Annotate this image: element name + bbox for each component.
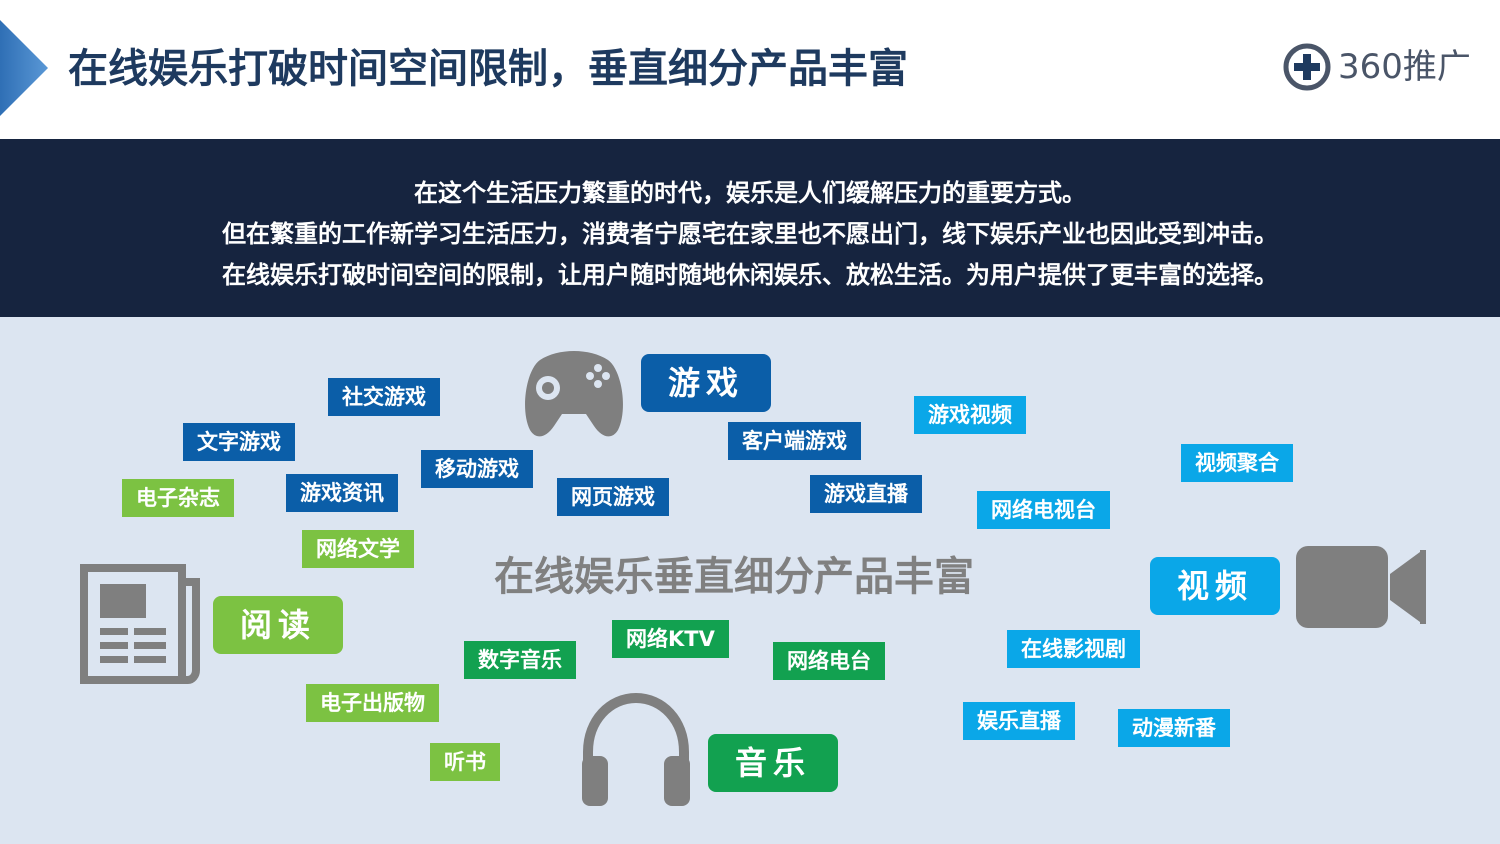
tag-game: 客户端游戏 <box>728 422 861 460</box>
category-game: 游戏 <box>641 354 771 412</box>
category-read: 阅读 <box>213 596 343 654</box>
tag-music: 数字音乐 <box>464 641 576 679</box>
banner-line-3: 在线娱乐打破时间空间的限制，让用户随时随地休闲娱乐、放松生活。为用户提供了更丰富… <box>222 261 1278 289</box>
tag-read: 电子出版物 <box>306 684 439 722</box>
tag-read: 电子杂志 <box>122 479 234 517</box>
video-camera-icon <box>1296 546 1426 628</box>
tag-video: 在线影视剧 <box>1007 630 1140 668</box>
page-title: 在线娱乐打破时间空间限制，垂直细分产品丰富 <box>68 46 908 92</box>
banner-line-2: 但在繁重的工作新学习生活压力，消费者宁愿宅在家里也不愿出门，线下娱乐产业也因此受… <box>222 220 1278 248</box>
category-music: 音乐 <box>708 734 838 792</box>
tag-game: 游戏资讯 <box>286 474 398 512</box>
tag-video: 游戏视频 <box>914 396 1026 434</box>
tag-video: 动漫新番 <box>1118 709 1230 747</box>
tag-video: 网络电视台 <box>977 491 1110 529</box>
tag-game: 游戏直播 <box>810 475 922 513</box>
arrow-icon <box>0 20 48 116</box>
diagram-center-title: 在线娱乐垂直细分产品丰富 <box>494 554 974 600</box>
tag-music: 网络电台 <box>773 642 885 680</box>
logo-plus-icon <box>1283 43 1331 91</box>
logo: 360推广 <box>1282 40 1482 94</box>
tag-read: 网络文学 <box>302 530 414 568</box>
intro-banner: 在这个生活压力繁重的时代，娱乐是人们缓解压力的重要方式。 但在繁重的工作新学习生… <box>0 139 1500 317</box>
tag-read: 听书 <box>430 743 500 781</box>
tag-game: 文字游戏 <box>183 423 295 461</box>
header: 在线娱乐打破时间空间限制，垂直细分产品丰富 360推广 <box>0 0 1500 139</box>
tag-game: 网页游戏 <box>557 478 669 516</box>
newspaper-icon <box>80 564 200 684</box>
headphones-icon <box>582 692 690 806</box>
gamepad-icon <box>525 351 623 437</box>
category-video: 视频 <box>1150 557 1280 615</box>
tag-video: 娱乐直播 <box>963 702 1075 740</box>
banner-line-1: 在这个生活压力繁重的时代，娱乐是人们缓解压力的重要方式。 <box>414 179 1086 207</box>
tag-game: 移动游戏 <box>421 450 533 488</box>
tag-music: 网络KTV <box>612 620 729 658</box>
logo-text: 360推广 <box>1338 47 1471 87</box>
tag-video: 视频聚合 <box>1181 444 1293 482</box>
tag-game: 社交游戏 <box>328 378 440 416</box>
